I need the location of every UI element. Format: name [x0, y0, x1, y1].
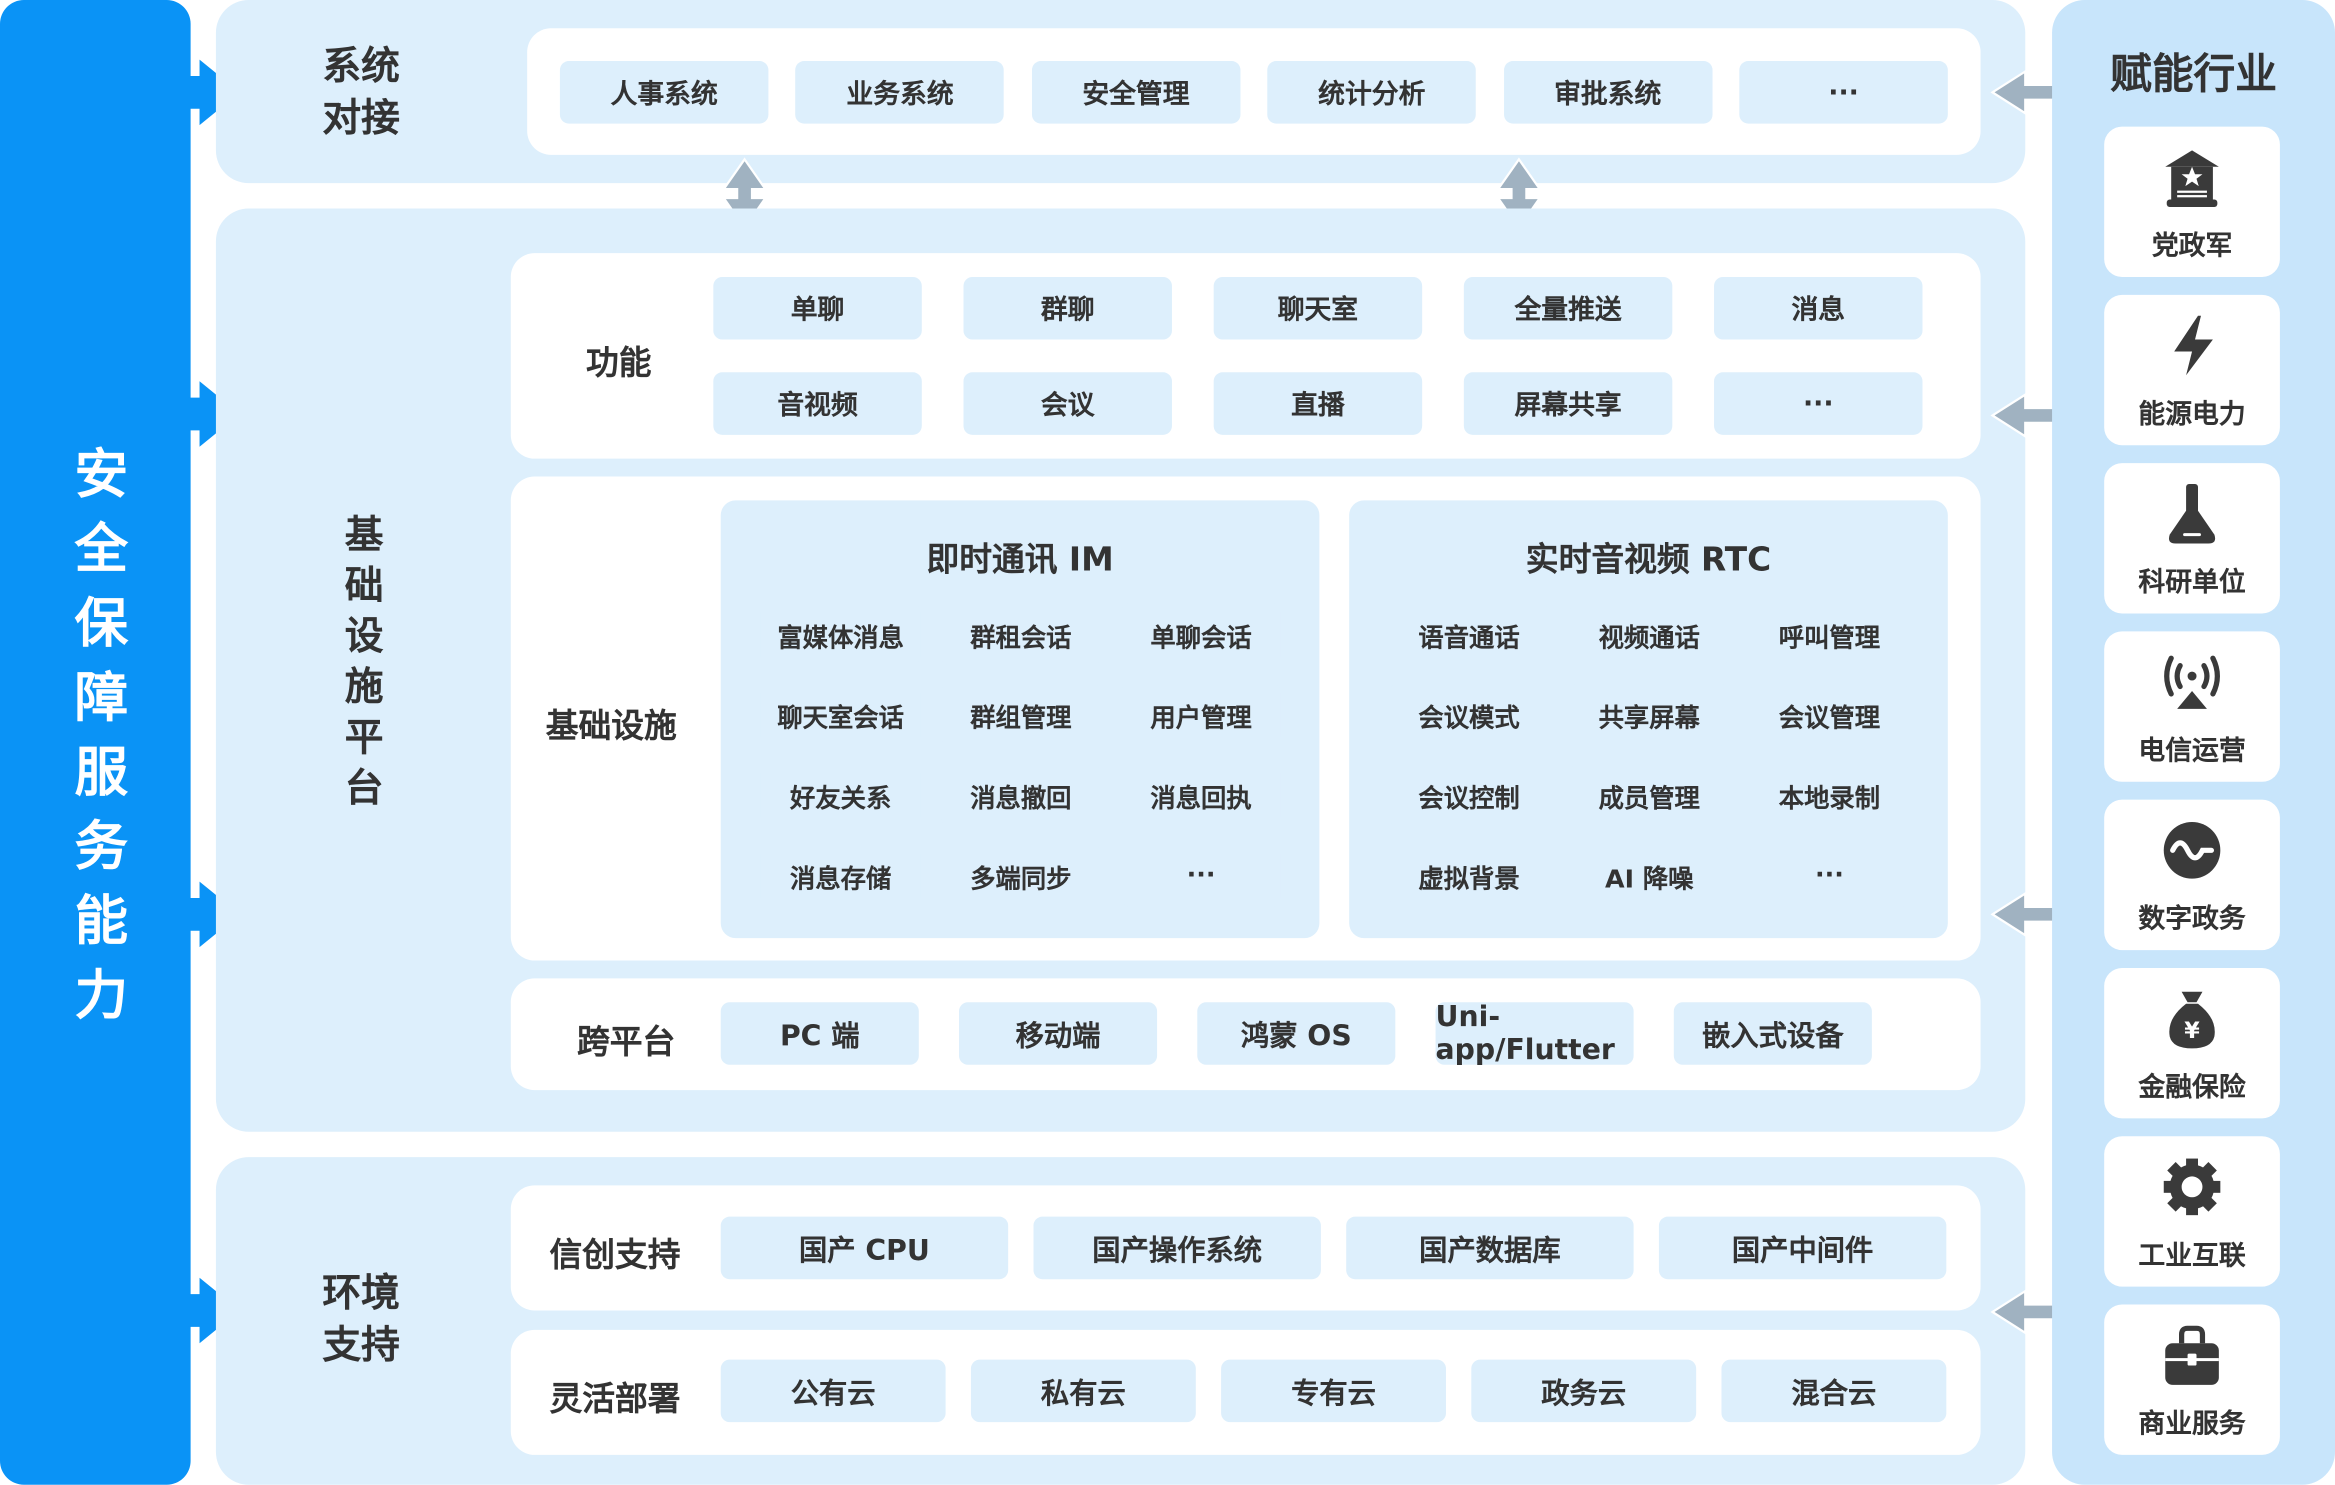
function-chip[interactable]: ···	[1714, 372, 1923, 435]
rtc-feature-chip[interactable]: 语音通话	[1389, 603, 1549, 666]
industry-card[interactable]: 数字政务	[2104, 799, 2280, 951]
function-chip[interactable]: 音视频	[713, 372, 922, 435]
function-chip[interactable]: 屏幕共享	[1463, 372, 1673, 435]
im-feature-chip[interactable]: 用户管理	[1121, 683, 1281, 747]
industry-label: 科研单位	[2138, 567, 2246, 599]
industries-title: 赋能行业	[2110, 49, 2277, 99]
wave-icon	[2163, 822, 2221, 879]
rtc-feature-chip[interactable]: 本地录制	[1749, 763, 1910, 827]
xinchuang-chip[interactable]: 国产 CPU	[720, 1216, 1009, 1280]
deployment-chip[interactable]: 私有云	[970, 1359, 1196, 1423]
infrastructure-label: 基础设施	[545, 708, 677, 747]
security-service-bar	[0, 0, 191, 1485]
xinchuang-label: 信创支持	[549, 1237, 681, 1275]
industry-card[interactable]: 商业服务	[2104, 1304, 2280, 1455]
arrow-right-icon	[187, 1277, 240, 1344]
rtc-feature-chip[interactable]: ···	[1749, 844, 1910, 907]
system-chip[interactable]: 审批系统	[1503, 61, 1712, 124]
environment-label: 环境支持	[322, 1271, 400, 1369]
flask-icon	[2168, 483, 2216, 544]
arrow-right-icon	[187, 381, 240, 447]
arrow-right-icon	[187, 59, 240, 126]
deployment-chip[interactable]: 政务云	[1471, 1359, 1697, 1423]
blue-arrows	[187, 59, 240, 1344]
im-feature-chip[interactable]: 多端同步	[941, 844, 1101, 907]
industry-card[interactable]: 工业互联	[2104, 1136, 2280, 1287]
government-icon	[2165, 150, 2219, 207]
im-feature-chip[interactable]: 消息撤回	[941, 763, 1101, 827]
briefcase-icon	[2165, 1325, 2219, 1385]
security-service-title: 安全保障服务能力	[0, 0, 191, 1485]
industry-label: 电信运营	[2138, 735, 2246, 767]
system-chip[interactable]: 业务系统	[795, 61, 1005, 124]
deployment-chip[interactable]: 混合云	[1721, 1359, 1947, 1423]
im-feature-chip[interactable]: 富媒体消息	[760, 603, 921, 666]
rtc-title: 实时音视频 RTC	[1525, 542, 1772, 580]
lightning-icon	[2174, 315, 2213, 376]
industry-label: 能源电力	[2138, 399, 2246, 431]
system-integration-label: 系统对接	[322, 44, 400, 142]
system-chip[interactable]: 安全管理	[1031, 61, 1241, 124]
system-integration-box	[527, 28, 1981, 155]
money-bag-icon: ¥	[2169, 991, 2215, 1049]
industry-card[interactable]: 党政军	[2104, 126, 2280, 277]
function-chip[interactable]: 消息	[1714, 276, 1923, 340]
rtc-feature-chip[interactable]: 会议模式	[1389, 683, 1549, 747]
platform-chip[interactable]: 嵌入式设备	[1673, 1002, 1872, 1065]
im-title: 即时通讯 IM	[926, 542, 1114, 580]
im-feature-chip[interactable]: 群租会话	[941, 603, 1101, 666]
industry-label: 工业互联	[2138, 1240, 2246, 1272]
system-chip[interactable]: 人事系统	[559, 61, 769, 124]
im-feature-chip[interactable]: ···	[1121, 844, 1281, 907]
deployment-label: 灵活部署	[549, 1381, 681, 1420]
industry-card[interactable]: 电信运营	[2104, 631, 2280, 782]
im-feature-chip[interactable]: 好友关系	[760, 763, 921, 827]
rtc-feature-chip[interactable]: 成员管理	[1569, 763, 1729, 827]
im-feature-chip[interactable]: 群组管理	[941, 683, 1101, 747]
xinchuang-chip[interactable]: 国产操作系统	[1033, 1216, 1321, 1280]
function-chip[interactable]: 群聊	[963, 276, 1172, 340]
deployment-chip[interactable]: 专有云	[1221, 1359, 1446, 1423]
im-feature-chip[interactable]: 聊天室会话	[760, 683, 921, 747]
function-chip[interactable]: 聊天室	[1213, 276, 1423, 340]
platform-chip[interactable]: 鸿蒙 OS	[1197, 1002, 1396, 1065]
industry-label: 金融保险	[2138, 1072, 2246, 1104]
rtc-feature-chip[interactable]: 共享屏幕	[1569, 683, 1729, 747]
platform-label: 基础设施平台	[338, 513, 383, 818]
im-feature-chip[interactable]: 消息回执	[1121, 763, 1281, 827]
security-service-label: 安全保障服务能力	[65, 444, 127, 1041]
function-chip[interactable]: 会议	[963, 372, 1172, 435]
industry-label: 商业服务	[2138, 1408, 2246, 1441]
industry-card[interactable]: 能源电力	[2104, 294, 2280, 446]
function-chip[interactable]: 全量推送	[1463, 276, 1673, 340]
function-chip[interactable]: 直播	[1213, 372, 1423, 435]
xinchuang-chip[interactable]: 国产数据库	[1346, 1216, 1634, 1280]
rtc-feature-chip[interactable]: AI 降噪	[1569, 844, 1729, 907]
platform-chip[interactable]: 移动端	[959, 1002, 1158, 1065]
deployment-chip[interactable]: 公有云	[720, 1359, 946, 1423]
xinchuang-chip[interactable]: 国产中间件	[1658, 1216, 1947, 1280]
industry-card[interactable]: 科研单位	[2104, 463, 2280, 614]
rtc-feature-chip[interactable]: 会议管理	[1749, 683, 1910, 747]
platform-chip[interactable]: PC 端	[720, 1002, 919, 1065]
industry-label: 数字政务	[2138, 903, 2246, 936]
system-chip[interactable]: 统计分析	[1267, 61, 1477, 124]
cross-platform-label: 跨平台	[577, 1024, 676, 1062]
svg-text:¥: ¥	[2184, 1018, 2200, 1044]
system-chip[interactable]: ···	[1739, 61, 1948, 124]
rtc-feature-chip[interactable]: 呼叫管理	[1749, 603, 1910, 666]
im-feature-chip[interactable]: 消息存储	[760, 844, 921, 907]
gear-icon	[2163, 1158, 2221, 1216]
rtc-feature-chip[interactable]: 虚拟背景	[1389, 844, 1549, 907]
functions-label: 功能	[585, 345, 652, 383]
im-feature-chip[interactable]: 单聊会话	[1121, 603, 1281, 666]
function-chip[interactable]: 单聊	[713, 276, 922, 340]
platform-chip[interactable]: Uni-app/Flutter	[1435, 1001, 1634, 1066]
rtc-feature-chip[interactable]: 会议控制	[1389, 763, 1549, 827]
arrow-right-icon	[187, 881, 240, 948]
broadcast-icon	[2164, 655, 2220, 709]
industry-card[interactable]: ¥ 金融保险	[2104, 967, 2280, 1119]
rtc-feature-chip[interactable]: 视频通话	[1569, 603, 1729, 666]
industry-label: 党政军	[2151, 230, 2233, 263]
